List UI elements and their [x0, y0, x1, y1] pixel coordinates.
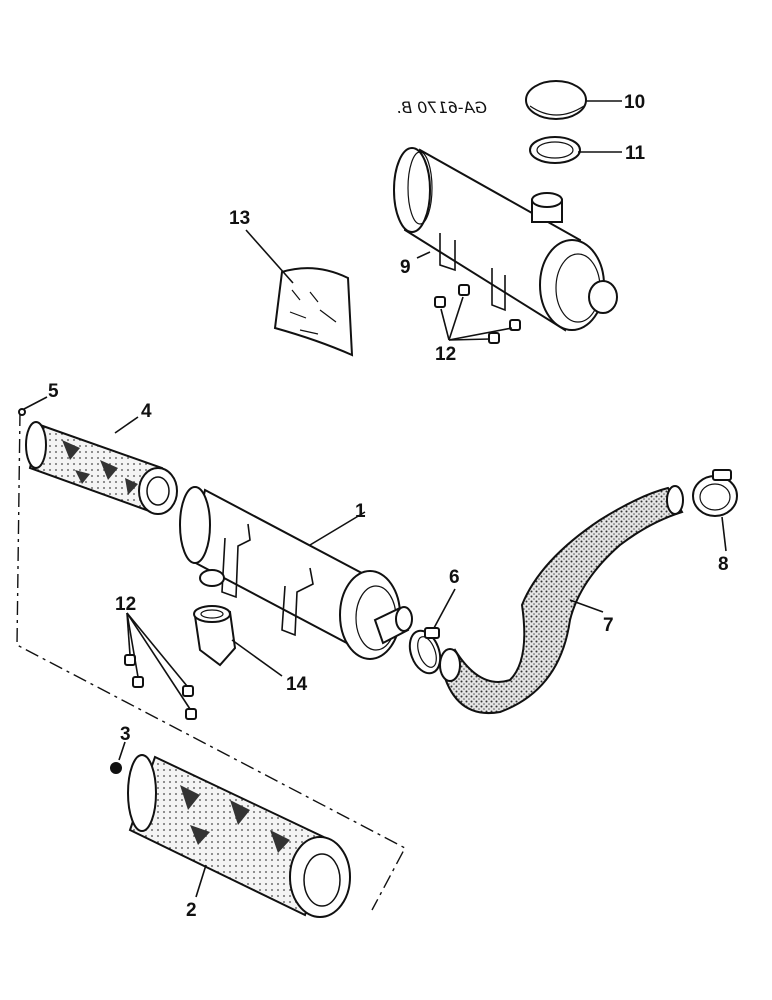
part-7-hose — [439, 485, 684, 714]
part-12-caps-upper — [434, 284, 521, 344]
callout-14: 14 — [286, 674, 308, 695]
callout-13: 13 — [229, 208, 250, 229]
part-1-air-cleaner-body — [179, 486, 413, 660]
part-14-elbow-fitting — [193, 605, 283, 677]
part-11-clamp — [529, 136, 622, 164]
part-12-caps-lower — [124, 612, 197, 720]
svg-text:GA-6170 B.: GA-6170 B. — [396, 98, 487, 117]
callout-2: 2 — [186, 900, 197, 921]
part-2-outer-filter — [127, 754, 351, 918]
callout-5: 5 — [48, 381, 59, 402]
part-5-fastener — [18, 396, 48, 416]
part-8-clamp — [692, 469, 738, 552]
callout-3: 3 — [120, 724, 131, 745]
callout-11: 11 — [625, 143, 646, 164]
part-10-cap — [525, 80, 622, 120]
callout-8: 8 — [718, 554, 729, 575]
exploded-view-line — [16, 411, 406, 911]
callout-10: 10 — [624, 92, 645, 113]
part-6-hose-clamp — [408, 588, 456, 675]
callout-6: 6 — [449, 567, 460, 588]
callout-4: 4 — [141, 401, 152, 422]
drawing-code: GA-6170 B. — [396, 98, 487, 117]
callout-12-upper: 12 — [435, 344, 456, 365]
callout-7: 7 — [603, 615, 614, 636]
part-4-inner-filter — [25, 416, 178, 515]
callout-1: 1 — [355, 501, 366, 522]
callout-9: 9 — [400, 257, 411, 278]
part-13-decal — [245, 229, 354, 357]
part-9-air-cleaner-assembly — [393, 147, 618, 332]
callout-12-lower: 12 — [115, 594, 136, 615]
part-3-nut — [110, 741, 126, 774]
